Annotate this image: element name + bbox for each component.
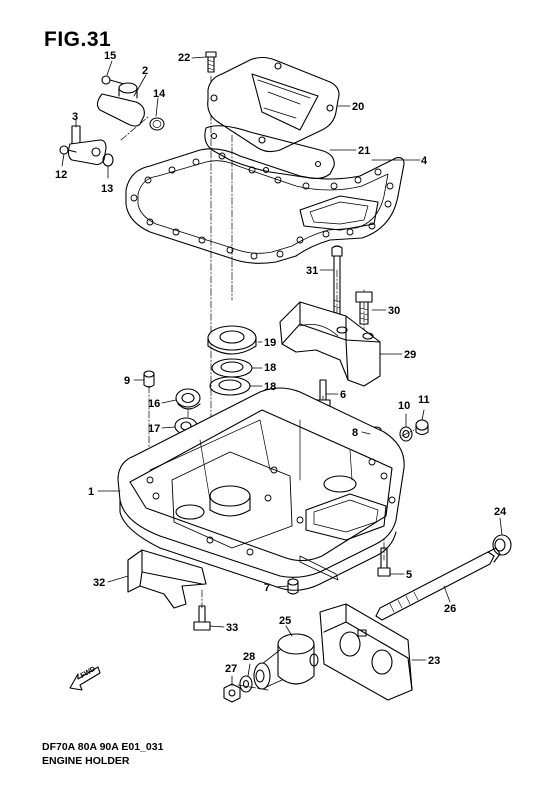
part-21-gasket (204, 125, 335, 180)
callout-27: 27 (225, 663, 237, 675)
part-9-dowel (143, 370, 155, 388)
part-12-bolt (59, 145, 77, 155)
part-30-bolt (355, 291, 373, 325)
part-22-bolt (205, 51, 217, 73)
figure-name: ENGINE HOLDER (42, 755, 130, 767)
callout-13: 13 (101, 183, 113, 195)
callout-30: 30 (388, 305, 400, 317)
part-4-gasket (125, 148, 405, 264)
part-19-seal (207, 325, 257, 355)
part-16-bushing (175, 388, 201, 410)
callout-22: 22 (178, 52, 190, 64)
callout-9: 9 (124, 375, 130, 387)
part-3-fitting (67, 125, 107, 166)
callout-28: 28 (243, 651, 255, 663)
callout-7: 7 (264, 582, 270, 594)
callout-19: 19 (264, 337, 276, 349)
callout-18-upper: 18 (264, 362, 276, 374)
part-24-nut (492, 534, 512, 556)
part-27-nut (223, 683, 241, 703)
callout-17: 17 (148, 423, 160, 435)
callout-21: 21 (358, 145, 370, 157)
leader-lines (61, 56, 503, 687)
part-15-bolt (101, 75, 125, 85)
callout-24: 24 (494, 506, 507, 518)
part-5-bolt (377, 547, 391, 577)
callout-3: 3 (72, 111, 78, 123)
callout-33: 33 (226, 622, 238, 634)
callout-11: 11 (418, 394, 430, 406)
part-28-washer (239, 675, 253, 693)
callout-1: 1 (88, 486, 94, 498)
callout-4: 4 (421, 155, 428, 167)
callout-32: 32 (93, 577, 105, 589)
callout-5: 5 (406, 569, 412, 581)
fwd-arrow (69, 666, 101, 691)
callout-12: 12 (55, 169, 67, 181)
callout-25: 25 (279, 615, 291, 627)
part-29-bracket (279, 301, 381, 387)
part-7-dowel (287, 578, 299, 595)
part-26-through-bolt (375, 547, 501, 621)
callout-14: 14 (153, 88, 166, 100)
callout-29: 29 (404, 349, 416, 361)
callout-31: 31 (306, 265, 318, 277)
part-33-bolt (193, 605, 211, 631)
callout-8: 8 (352, 427, 358, 439)
callout-18-lower: 18 (264, 381, 276, 393)
part-18-washer-lower (209, 376, 251, 396)
figure-title: FIG.31 (44, 28, 112, 51)
callout-labels: 15 2 14 3 12 13 22 20 21 4 31 30 29 19 1… (55, 50, 507, 675)
callout-15: 15 (104, 50, 116, 62)
callout-26: 26 (444, 603, 456, 615)
model-code: DF70A 80A 90A E01_031 (42, 741, 164, 753)
callout-6: 6 (340, 389, 346, 401)
callout-20: 20 (352, 101, 364, 113)
part-14-o-ring (149, 117, 165, 131)
part-18-washer-upper (211, 358, 253, 378)
callout-10: 10 (398, 400, 410, 412)
part-25-mount (253, 633, 319, 690)
callout-2: 2 (142, 65, 148, 77)
callout-16: 16 (148, 398, 160, 410)
callout-23: 23 (428, 655, 440, 667)
part-32-bracket (127, 549, 207, 609)
part-2-fitting (96, 82, 145, 127)
part-20-cover (207, 56, 340, 153)
part-23-mount-rubber (319, 603, 413, 701)
part-1-engine-holder (117, 387, 405, 591)
part-11-plug (415, 419, 429, 436)
